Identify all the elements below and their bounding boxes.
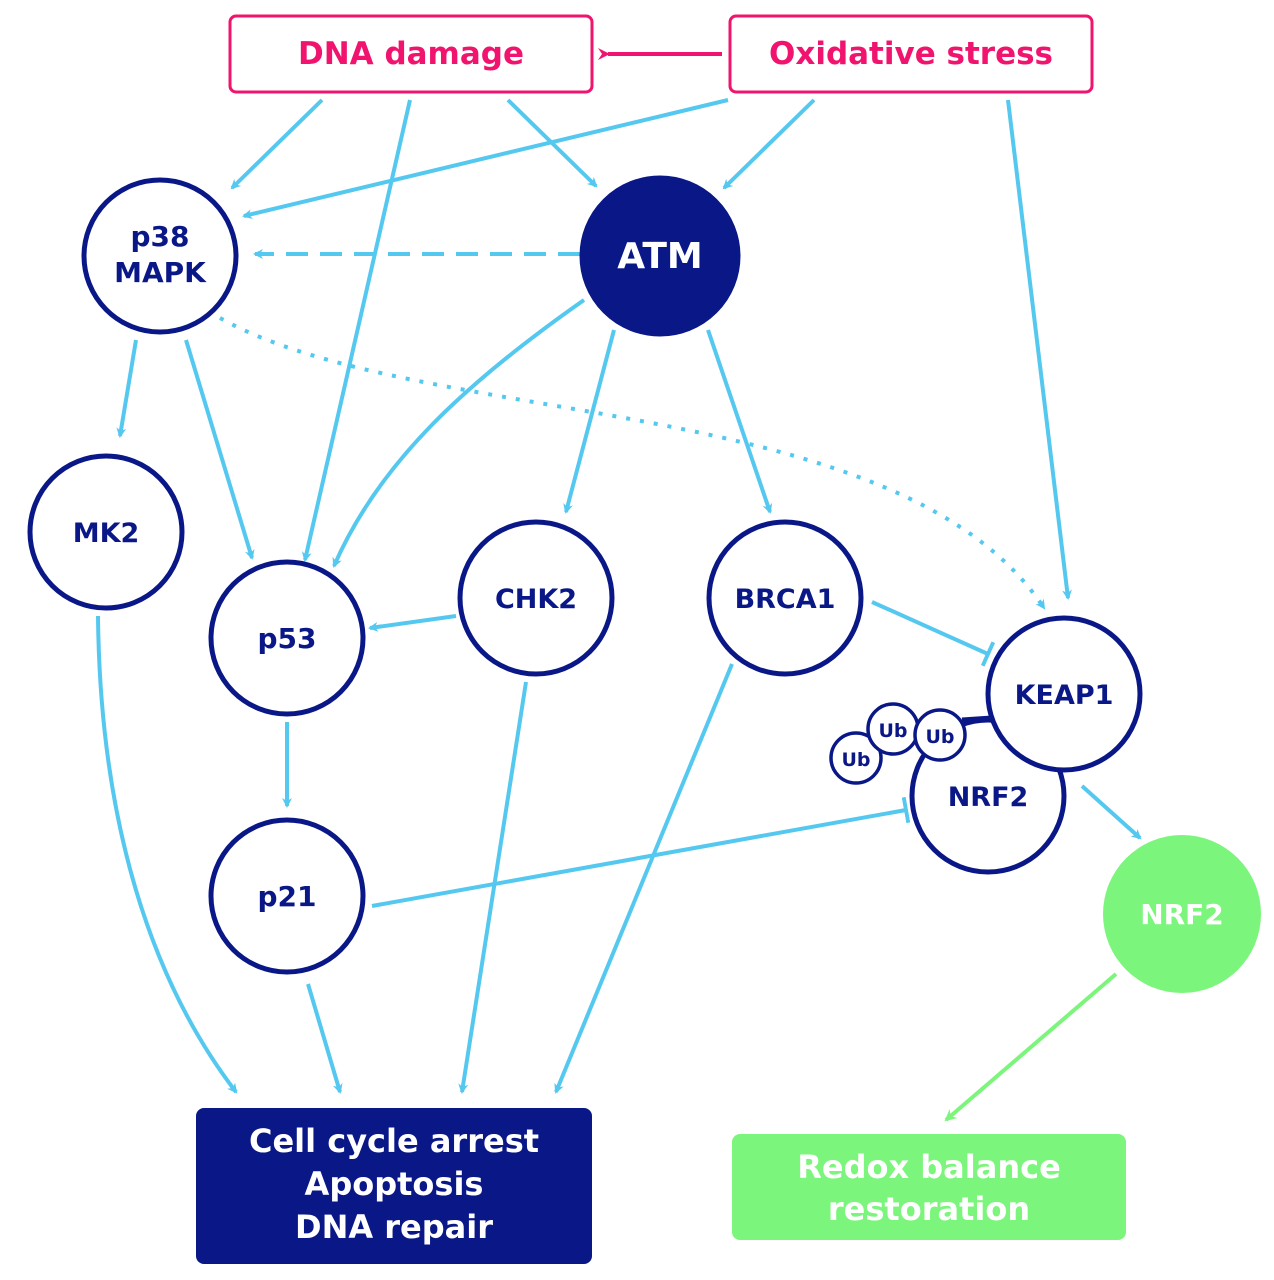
node-p38-mapk[interactable]: p38 MAPK — [81, 177, 239, 335]
edge-p21-to-outcome — [306, 983, 343, 1094]
ub-tag-3: Ub — [913, 708, 967, 762]
outcome-redox-box[interactable]: Redox balance restoration — [732, 1134, 1126, 1240]
chk2-label: CHK2 — [495, 584, 577, 615]
edge-nrf2-to-redox — [944, 972, 1118, 1122]
nrf2-active-label: NRF2 — [1140, 898, 1224, 931]
mapk-label: MAPK — [114, 256, 207, 289]
edge-p38-to-keap1-dotted — [219, 316, 1046, 610]
svg-text:Ub: Ub — [925, 726, 954, 748]
node-p53[interactable]: p53 — [208, 559, 366, 717]
atm-label: ATM — [617, 236, 702, 277]
brca1-label: BRCA1 — [735, 584, 836, 615]
oxidative-stress-box[interactable]: Oxidative stress — [728, 14, 1094, 94]
node-mk2[interactable]: MK2 — [27, 453, 185, 611]
edge-p21-inhibits-nrf2 — [371, 796, 911, 908]
oxidative-stress-label: Oxidative stress — [769, 36, 1053, 72]
edge-ox-to-keap1 — [1006, 99, 1073, 600]
dna-damage-label: DNA damage — [298, 36, 524, 72]
edge-brca1-inhibits-keap1 — [871, 600, 996, 667]
node-brca1[interactable]: BRCA1 — [706, 519, 864, 677]
node-nrf2-active[interactable]: NRF2 — [1103, 835, 1261, 993]
edge-p38-to-mk2 — [116, 339, 138, 438]
svg-text:Ub: Ub — [878, 720, 907, 742]
node-atm[interactable]: ATM — [579, 175, 741, 337]
node-keap1[interactable]: KEAP1 — [985, 615, 1143, 773]
edge-brca1-to-outcome — [554, 663, 734, 1094]
p21-label: p21 — [257, 880, 316, 913]
svg-text:Ub: Ub — [841, 749, 870, 771]
node-p21[interactable]: p21 — [208, 817, 366, 975]
p38-label: p38 — [130, 220, 189, 253]
p53-label: p53 — [257, 622, 316, 655]
keap1-label: KEAP1 — [1015, 680, 1114, 711]
redox-line-1: Redox balance — [797, 1148, 1061, 1186]
nrf2-bound-label: NRF2 — [948, 782, 1029, 813]
outcome-line-1: Cell cycle arrest — [249, 1122, 539, 1160]
edge-atm-to-brca1 — [706, 329, 773, 514]
edge-atm-to-chk2 — [563, 329, 616, 514]
edge-ox-to-p38 — [242, 98, 729, 219]
edge-atm-to-p53 — [332, 298, 586, 568]
node-chk2[interactable]: CHK2 — [457, 519, 615, 677]
edge-p38-to-p53 — [184, 339, 255, 560]
edges — [96, 98, 1142, 1094]
redox-line-2: restoration — [828, 1190, 1030, 1228]
edge-dna-to-p38 — [230, 98, 324, 190]
ub-tag-1: Ub — [829, 731, 883, 785]
keap1-ub-link — [961, 715, 993, 723]
edge-mk2-to-outcome — [96, 615, 238, 1094]
edge-dna-to-p53 — [301, 99, 412, 562]
edge-ox-to-atm — [722, 98, 816, 190]
dna-damage-box[interactable]: DNA damage — [228, 14, 594, 94]
outcome-dna-response-box[interactable]: Cell cycle arrest Apoptosis DNA repair — [196, 1108, 592, 1264]
edge-chk2-to-outcome — [458, 681, 528, 1094]
ub-tag-2: Ub — [866, 702, 920, 756]
mk2-label: MK2 — [73, 518, 140, 549]
outcome-line-2: Apoptosis — [305, 1165, 484, 1203]
ubiquitin-chain: Ub Ub Ub — [829, 702, 967, 785]
edge-keap1-to-nrf2-active — [1080, 784, 1142, 840]
outcome-line-3: DNA repair — [295, 1208, 493, 1246]
edge-chk2-to-p53 — [368, 614, 457, 632]
